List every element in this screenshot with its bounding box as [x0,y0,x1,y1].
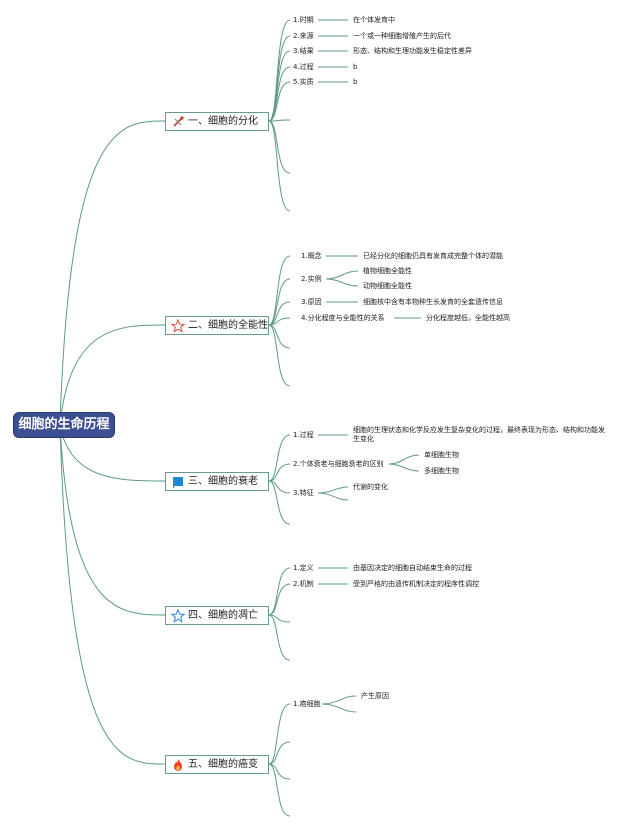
branch-node-cancer[interactable]: 五、细胞的癌变 [165,755,269,774]
item-value: 代谢的变化 [353,483,388,491]
branch-connector [268,317,291,326]
root-node[interactable]: 细胞的生命历程 [14,413,114,437]
item-value: 植物细胞全能性 [363,267,412,275]
item-value: b [353,63,358,71]
item-value: b [353,78,358,86]
item-value: 由基因决定的细胞自动结束生命的过程 [353,564,472,572]
item-value: 细胞的生理状态和化学反应发生复杂变化的过程，最终表现为形态、结构和功能发生变化 [353,426,605,443]
item-label[interactable]: 4.分化程度与全能性的关系 [301,314,385,322]
root-connector [59,120,166,426]
value-connector [325,270,359,280]
item-label[interactable]: 5.实质 [293,78,314,86]
item-value: 动物细胞全能性 [363,282,412,290]
branch-connector [268,614,291,623]
branch-label: 二、细胞的全能性 [188,320,268,331]
branch-connector [268,741,291,765]
branch-connector [268,278,291,326]
tools-icon [171,115,185,129]
root-connector [59,324,166,426]
root-connector [59,424,166,616]
value-connector [317,492,349,501]
branch-connector [268,583,291,616]
branch-label: 一、细胞的分化 [188,116,258,127]
item-value: 在个体发育中 [353,16,395,24]
item-value: 一个或一种细胞增殖产生的后代 [353,32,451,40]
branch-connector [268,324,291,387]
root-connector [59,424,166,482]
item-label[interactable]: 1.概念 [301,252,322,260]
branch-node-differentiation[interactable]: 一、细胞的分化 [165,112,269,131]
root-connector [59,424,166,765]
item-value: 分化程度越低，全能性越高 [426,314,510,322]
value-connector [325,278,359,287]
item-value: 受到严格的由遗传机制决定的程序性调控 [353,580,479,588]
item-label[interactable]: 2.实例 [301,275,322,283]
value-connector [388,463,420,472]
star-blue-icon [170,608,186,623]
fire-icon [171,758,185,772]
branch-connector [268,81,291,122]
value-connector [388,454,420,465]
item-value: 已经分化的细胞仍具有发育成完整个体的潜能 [363,252,503,260]
item-label[interactable]: 2.个体衰老与细胞衰老的区别 [293,460,384,468]
item-value: 单细胞生物 [424,451,459,459]
branch-connector [268,120,291,212]
flag-icon [171,475,185,489]
item-value: 产生原因 [361,692,389,700]
value-connector [321,703,357,713]
value-connector [317,486,349,494]
branch-node-apoptosis[interactable]: 四、细胞的凋亡 [165,606,269,625]
item-label[interactable]: 1.癌细胞 [293,700,321,708]
branch-node-totipotency[interactable]: 二、细胞的全能性 [165,316,269,335]
item-label[interactable]: 1.过程 [293,431,314,439]
branch-label: 三、细胞的衰老 [188,476,258,487]
value-connector [321,695,357,705]
branch-node-aging[interactable]: 三、细胞的衰老 [165,472,269,491]
branch-label: 五、细胞的癌变 [188,759,258,770]
branch-connector [268,567,291,616]
item-label[interactable]: 2.机制 [293,580,314,588]
item-label[interactable]: 4.过程 [293,63,314,71]
branch-connector [268,763,291,817]
branch-connector [268,614,291,661]
item-label[interactable]: 3.结果 [293,47,314,55]
branch-connector [268,255,291,326]
item-label[interactable]: 1.时期 [293,16,314,24]
branch-connector [268,120,291,174]
branch-connector [268,703,291,765]
item-label[interactable]: 1.定义 [293,564,314,572]
item-value: 细胞核中含有本物种生长发育的全套遗传信息 [363,298,503,306]
branch-label: 四、细胞的凋亡 [188,610,258,621]
star-outline-icon [170,318,186,333]
item-value: 形态、结构和生理功能发生稳定性差异 [353,47,472,55]
branch-connector [268,434,291,482]
branch-connector [268,480,291,525]
branch-connector [268,119,291,122]
item-value: 多细胞生物 [424,467,459,475]
branch-connector [268,463,291,482]
item-label[interactable]: 2.来源 [293,32,314,40]
item-label[interactable]: 3.原因 [301,298,322,306]
item-label[interactable]: 3.特征 [293,489,314,497]
